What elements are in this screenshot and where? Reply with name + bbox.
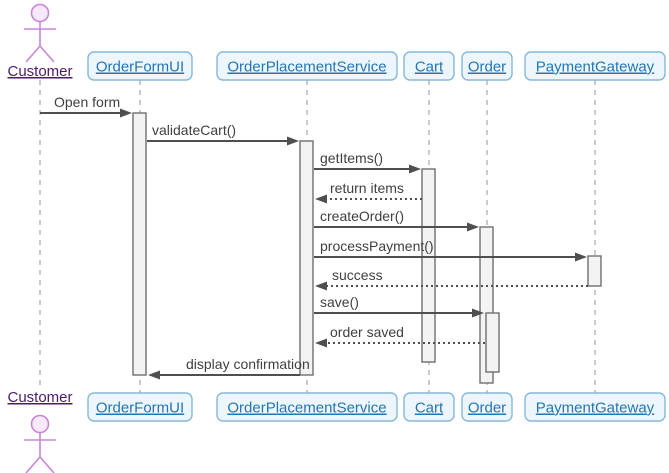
message-arrowhead-icon	[148, 370, 160, 380]
messages: Open form validateCart() getItems() return …	[40, 94, 588, 380]
top-participant-box-paymentgateway: PaymentGateway	[524, 51, 666, 81]
participant-label: Order	[468, 400, 506, 417]
actor-label-bottom: Customer	[7, 389, 72, 406]
participant-rect	[403, 51, 455, 81]
participant-label: OrderFormUI	[96, 59, 184, 76]
actor-label-top: Customer	[7, 63, 72, 80]
participant-rect	[524, 51, 666, 81]
message-createorder-: createOrder()	[314, 208, 479, 232]
participant-label: Cart	[415, 59, 444, 76]
lifelines	[39, 80, 596, 393]
message-label: display confirmation	[186, 356, 310, 372]
top-participant-box-order: Order	[461, 51, 513, 81]
actor-icon-top	[24, 3, 56, 63]
participant-label: PaymentGateway	[536, 400, 655, 417]
message-arrowhead-icon	[409, 164, 421, 174]
participant-rect	[461, 392, 513, 422]
bottom-participant-box-paymentgateway: PaymentGateway	[524, 392, 666, 422]
top-participant-box-orderplacementservice: OrderPlacementService	[216, 51, 398, 81]
message-arrowhead-icon	[315, 194, 327, 204]
participant-rect	[87, 51, 193, 81]
actor-leg-right	[39, 456, 55, 473]
top-participant-box-cart: Cart	[403, 51, 455, 81]
message-label: processPayment()	[320, 238, 434, 254]
participant-rect	[87, 392, 193, 422]
participant-label: Cart	[415, 400, 444, 417]
bottom-participant-box-orderplacementservice: OrderPlacementService	[216, 392, 398, 422]
participant-rect	[216, 51, 398, 81]
participant-rect	[403, 392, 455, 422]
message-return-items: return items	[315, 180, 422, 204]
message-display-confirmation: display confirmation	[148, 356, 310, 380]
actor-head	[30, 3, 50, 23]
actor-leg-left	[25, 456, 41, 473]
message-label: Open form	[54, 94, 120, 110]
actor-leg-left	[25, 45, 41, 63]
participant-label: Order	[468, 59, 506, 76]
message-validatecart-: validateCart()	[147, 122, 299, 146]
message-order-saved: order saved	[315, 324, 485, 348]
message-label: success	[332, 267, 383, 283]
message-label: return items	[330, 180, 404, 196]
participant-rect	[216, 392, 398, 422]
message-arrowhead-icon	[575, 252, 587, 262]
participant-label: OrderPlacementService	[227, 400, 386, 417]
message-success: success	[315, 267, 588, 291]
actor-icon-bottom	[24, 414, 56, 473]
actor-head	[30, 414, 50, 434]
activation-orderformui	[132, 112, 147, 376]
activation-order-nested	[485, 312, 500, 373]
message-label: createOrder()	[320, 208, 404, 224]
activation-cart	[421, 168, 436, 363]
message-label: save()	[320, 294, 359, 310]
bottom-participant-box-orderformui: OrderFormUI	[87, 392, 193, 422]
activation-paymentgateway	[587, 255, 602, 287]
activation-orderplacementservice	[299, 140, 314, 376]
message-open-form: Open form	[40, 94, 132, 118]
message-getitems-: getItems()	[314, 150, 421, 174]
message-arrowhead-icon	[467, 222, 479, 232]
message-label: order saved	[330, 324, 404, 340]
actor-leg-right	[39, 45, 55, 63]
top-participant-box-orderformui: OrderFormUI	[87, 51, 193, 81]
message-arrowhead-icon	[120, 108, 132, 118]
message-label: getItems()	[320, 150, 383, 166]
message-processpayment-: processPayment()	[314, 238, 587, 262]
participant-rect	[461, 51, 513, 81]
message-arrowhead-icon	[315, 338, 327, 348]
message-label: validateCart()	[152, 122, 236, 138]
participant-label: OrderPlacementService	[227, 59, 386, 76]
message-arrowhead-icon	[315, 281, 327, 291]
participant-label: OrderFormUI	[96, 400, 184, 417]
bottom-participant-box-order: Order	[461, 392, 513, 422]
participant-rect	[524, 392, 666, 422]
participant-label: PaymentGateway	[536, 59, 655, 76]
message-arrowhead-icon	[287, 136, 299, 146]
message-arrowhead-icon	[472, 308, 484, 318]
message-save-: save()	[314, 294, 484, 318]
bottom-participant-box-cart: Cart	[403, 392, 455, 422]
